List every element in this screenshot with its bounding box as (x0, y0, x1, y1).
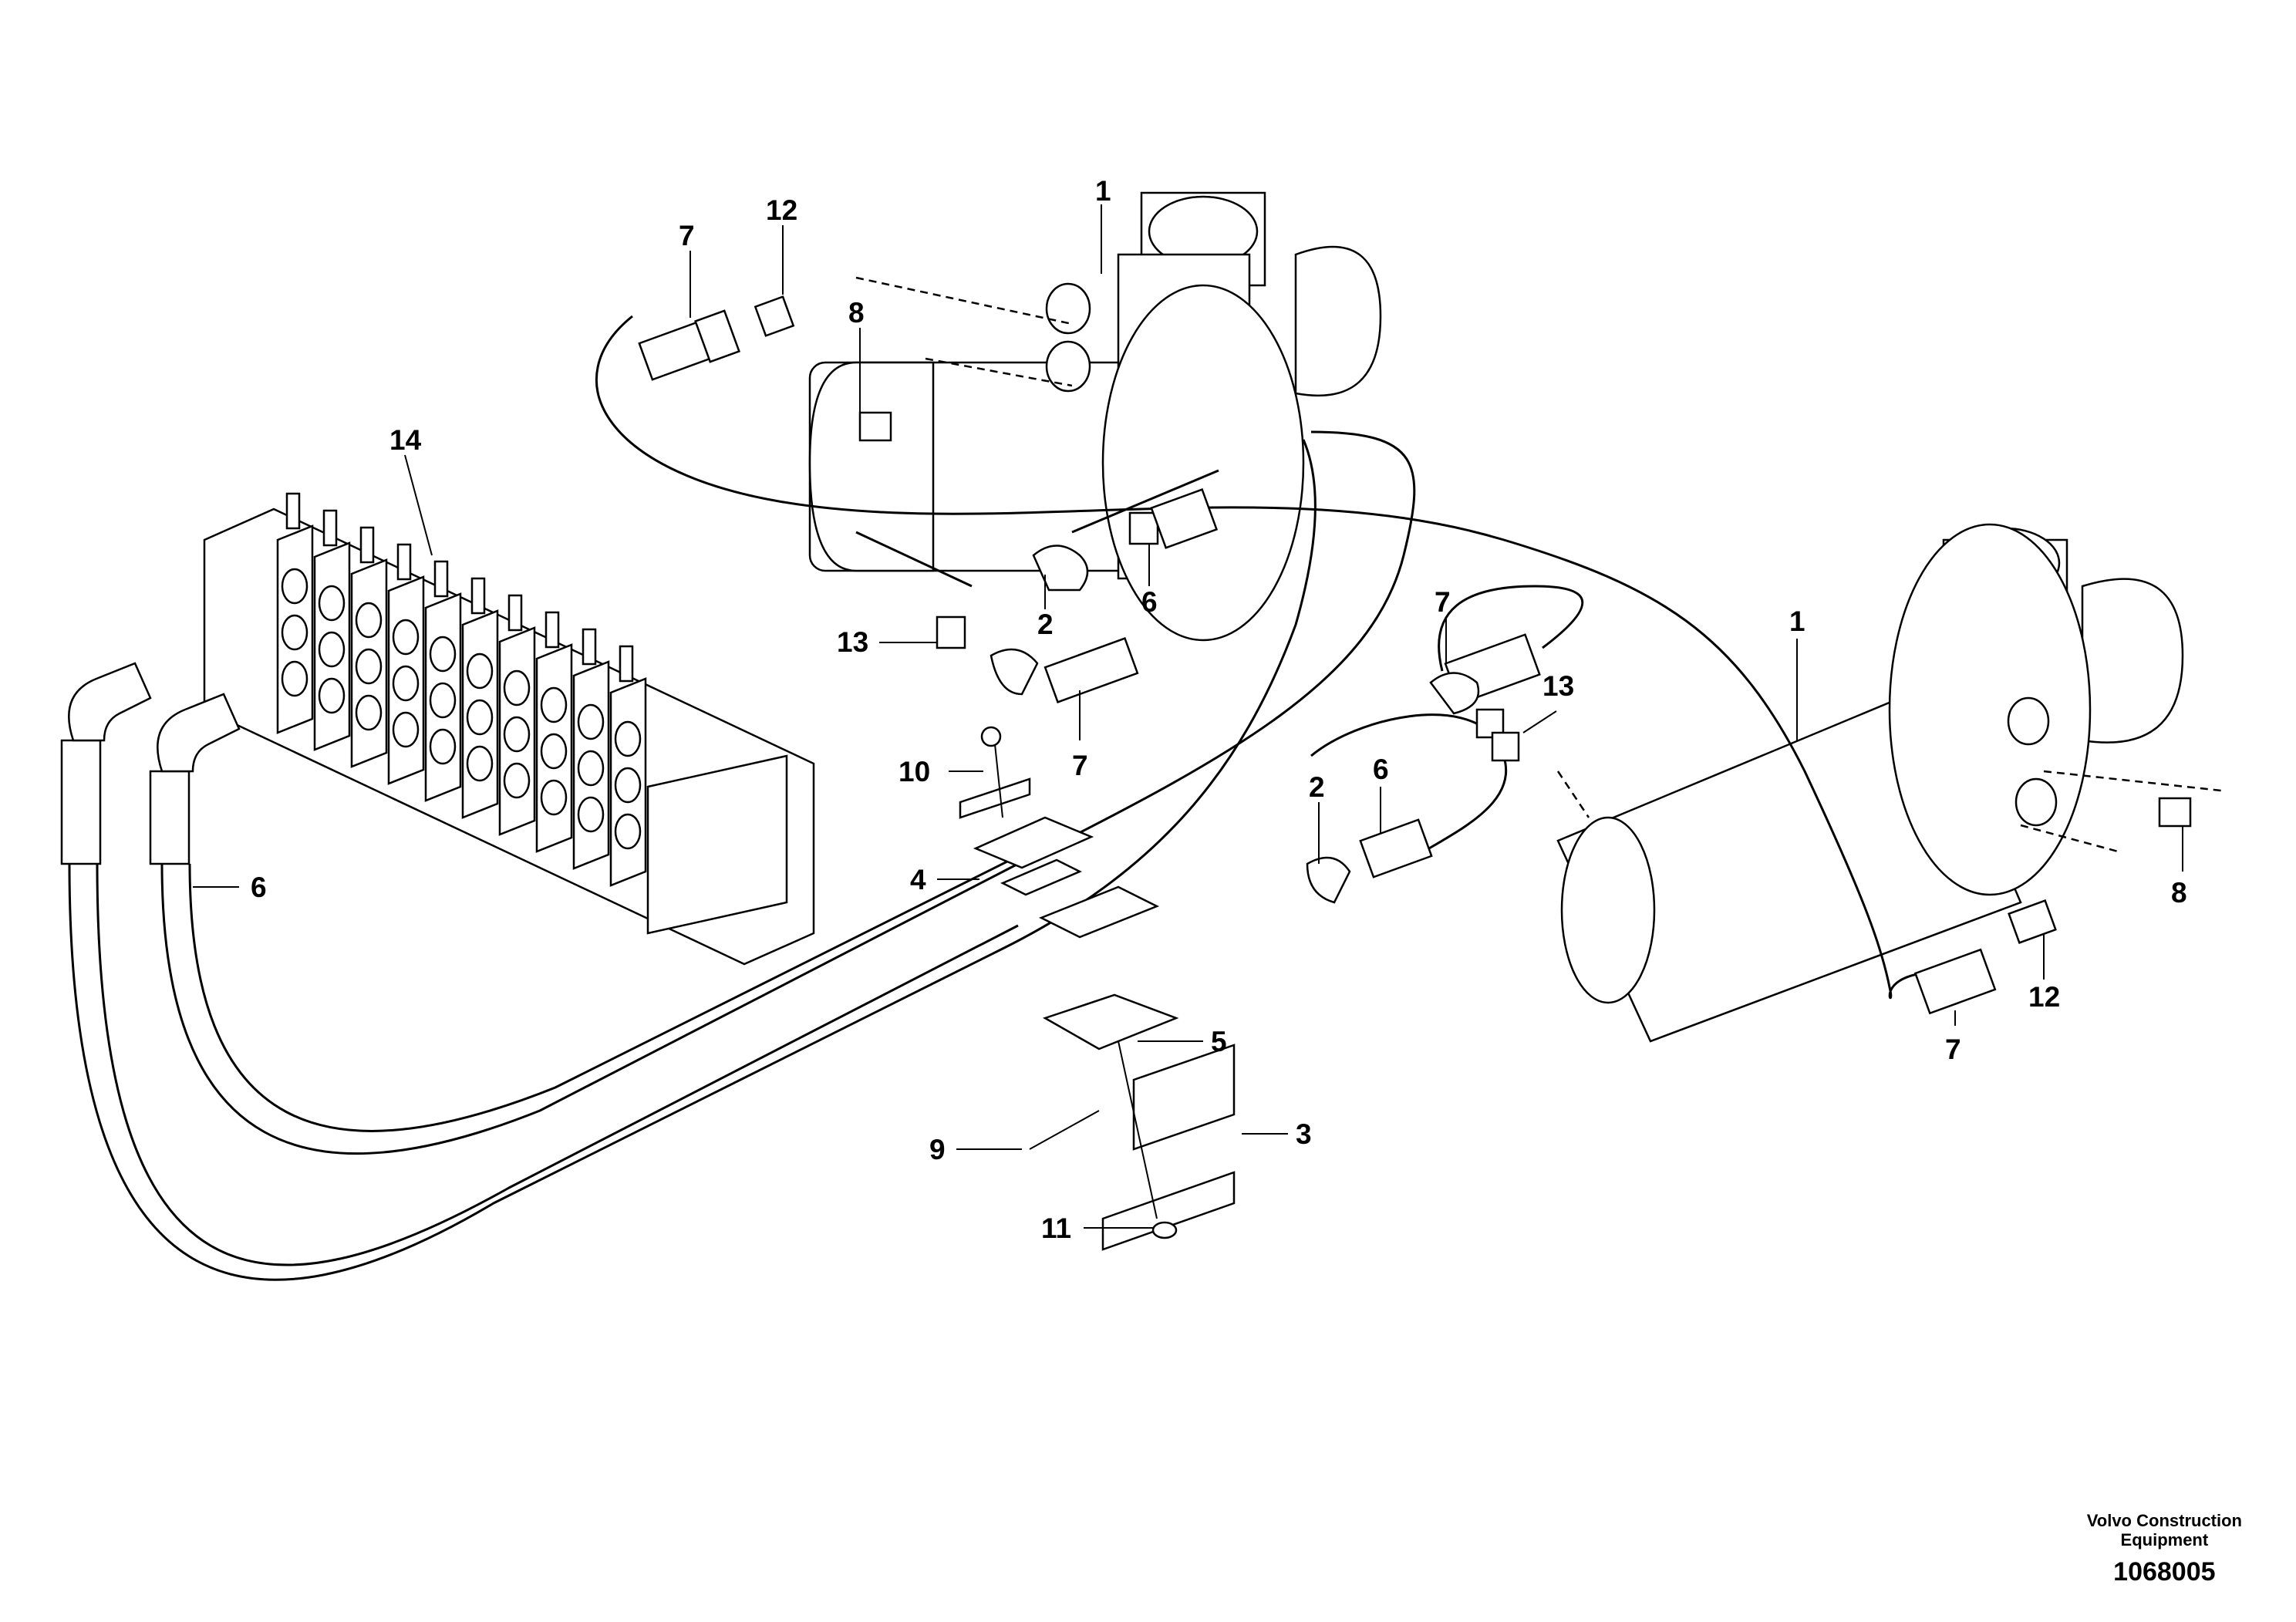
callout-5: 5 (1211, 1026, 1227, 1057)
callout-11: 11 (1041, 1212, 1071, 1244)
brand-line-1: Volvo Construction (2086, 1511, 2242, 1530)
callout-2-right: 2 (1309, 771, 1325, 803)
fittings (60, 295, 2192, 1015)
callout-6-right: 6 (1373, 754, 1389, 785)
valve-section (276, 492, 314, 734)
callout-10: 10 (899, 756, 930, 787)
valve-section (535, 611, 573, 853)
callout-2-left: 2 (1037, 609, 1054, 640)
callout-14: 14 (389, 424, 422, 456)
leader-lines (193, 204, 2183, 1229)
valve-section (498, 594, 536, 836)
brand-line-2: Equipment (2120, 1530, 2209, 1549)
callout-9: 9 (929, 1134, 946, 1165)
title-block: Volvo Construction Equipment 1068005 (2087, 1511, 2242, 1587)
valve-section (350, 526, 388, 768)
valve-section (424, 560, 462, 802)
callouts: 1 12 7 8 14 2 6 13 7 7 13 1 2 6 10 4 5 3… (251, 175, 2187, 1244)
callout-7-topleft: 7 (679, 220, 695, 251)
valve-section (313, 509, 351, 751)
callout-12-left: 12 (766, 194, 797, 226)
callout-13-right: 13 (1542, 670, 1574, 702)
callout-1-top: 1 (1095, 175, 1111, 207)
callout-8-left: 8 (848, 297, 865, 329)
callout-7-mid: 7 (1072, 750, 1088, 781)
callout-1-right: 1 (1789, 605, 1805, 637)
cylinder-lower (1556, 523, 2184, 1043)
callout-6-mid: 6 (1141, 586, 1158, 618)
valve-section (572, 628, 610, 870)
callout-12-right: 12 (2028, 981, 2060, 1013)
callout-7-upperright: 7 (1435, 586, 1451, 618)
valve-section (609, 645, 647, 887)
callout-13-left: 13 (837, 626, 868, 658)
cylinder-upper (808, 191, 1382, 642)
valve-section (387, 543, 425, 785)
callout-4: 4 (910, 864, 926, 895)
clamp-assembly (959, 726, 1236, 1251)
drawing-number: 1068005 (2113, 1557, 2216, 1587)
callout-3: 3 (1296, 1118, 1312, 1150)
callout-7-lowerright: 7 (1945, 1034, 1961, 1065)
valve-section (461, 577, 499, 819)
callout-8-right: 8 (2171, 877, 2187, 909)
control-valve (203, 492, 815, 966)
callout-6-left: 6 (251, 872, 267, 903)
dashed-leaders (855, 276, 2222, 854)
